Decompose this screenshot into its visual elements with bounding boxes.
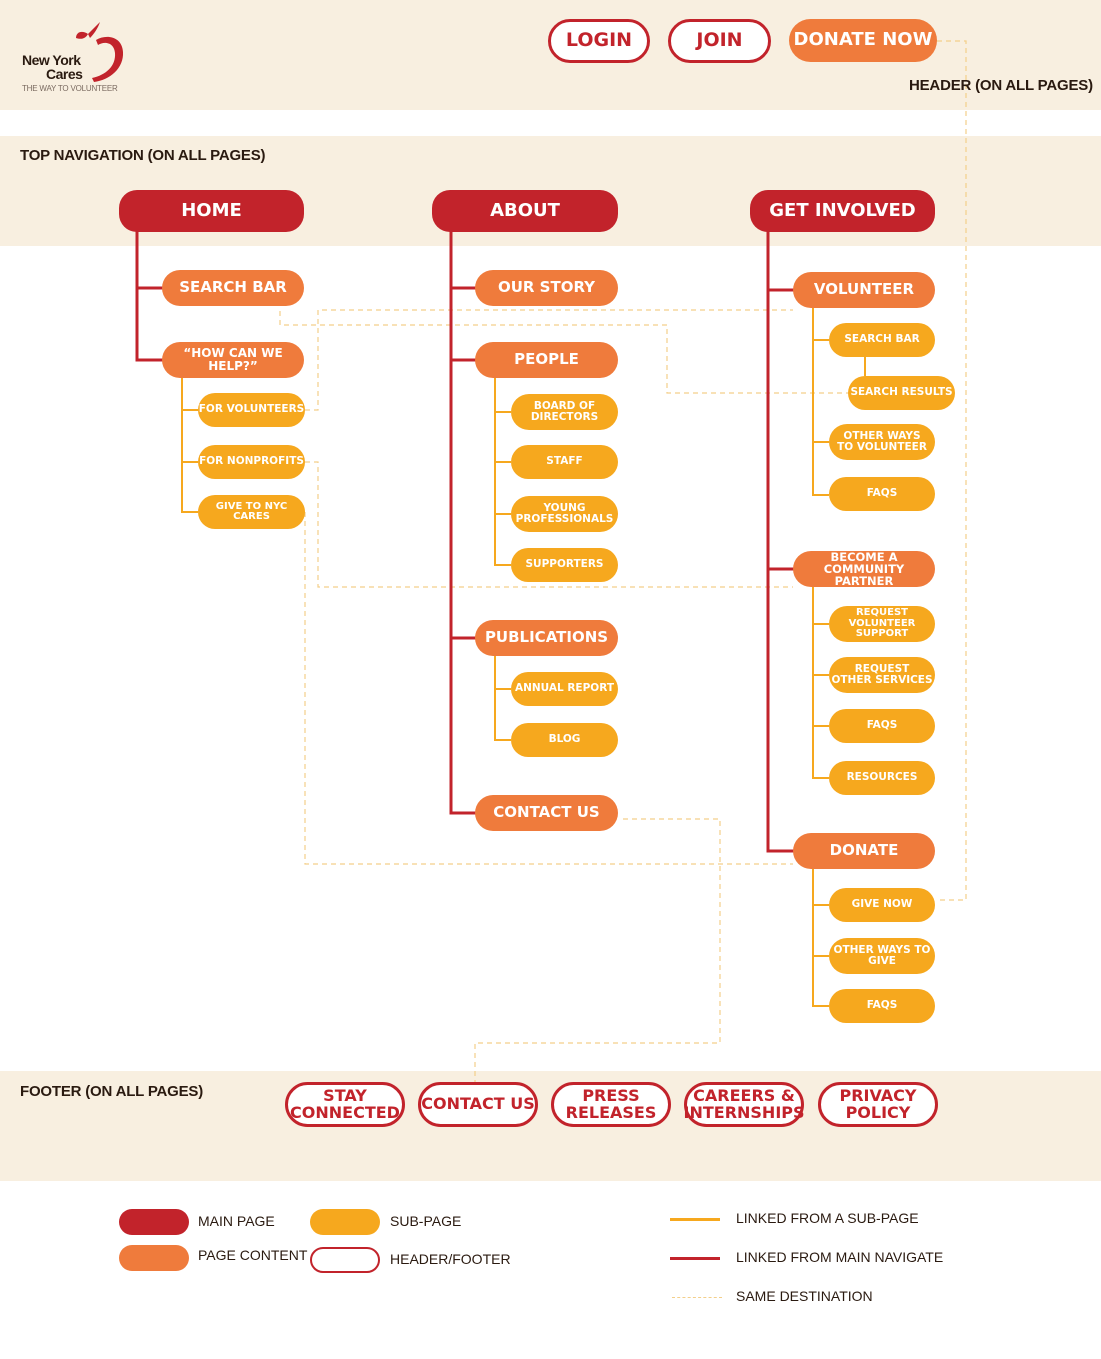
footer-careers-internships[interactable]: CAREERS & INTERNSHIPS	[684, 1082, 805, 1127]
legend-main-page-swatch	[119, 1209, 189, 1235]
legend-main-page-label: MAIN PAGE	[198, 1213, 275, 1229]
legend-header-footer-label: HEADER/FOOTER	[390, 1251, 511, 1267]
gi-donate-faqs[interactable]: FAQS	[829, 989, 935, 1023]
footer-privacy-policy[interactable]: PRIVACY POLICY	[818, 1082, 938, 1127]
about-publications[interactable]: PUBLICATIONS	[475, 620, 618, 656]
header-section-label: HEADER (ON ALL PAGES)	[909, 77, 1093, 94]
gi-donate[interactable]: DONATE	[793, 833, 935, 869]
top-navigation-label: TOP NAVIGATION (ON ALL PAGES)	[20, 147, 266, 164]
home-search-bar[interactable]: SEARCH BAR	[162, 270, 304, 306]
donate-now-button[interactable]: DONATE NOW	[789, 19, 937, 62]
apple-heart-icon	[76, 22, 124, 82]
legend-same-destination-line	[672, 1297, 722, 1298]
about-board-of-directors[interactable]: BOARD OF DIRECTORS	[511, 394, 618, 430]
legend-sub-page-swatch	[310, 1209, 380, 1235]
legend-header-footer-swatch	[310, 1247, 380, 1273]
gi-other-ways-to-volunteer[interactable]: OTHER WAYS TO VOLUNTEER	[829, 424, 935, 460]
legend-linked-main-line	[670, 1257, 720, 1260]
legend-linked-main-label: LINKED FROM MAIN NAVIGATE	[736, 1249, 944, 1265]
legend-same-destination-label: SAME DESTINATION	[736, 1288, 873, 1304]
logo-line1: New York	[22, 52, 81, 68]
same-destination-lines	[279, 40, 967, 1082]
about-young-professionals[interactable]: YOUNG PROFESSIONALS	[511, 496, 618, 532]
logo-line2: Cares	[46, 66, 83, 82]
sub-page-links	[181, 308, 866, 1007]
footer-contact-us[interactable]: CONTACT US	[418, 1082, 538, 1127]
nav-home[interactable]: HOME	[119, 190, 304, 232]
about-blog[interactable]: BLOG	[511, 723, 618, 757]
gi-search-bar[interactable]: SEARCH BAR	[829, 323, 935, 357]
nav-about[interactable]: ABOUT	[432, 190, 618, 232]
gi-request-volunteer-support[interactable]: REQUEST VOLUNTEER SUPPORT	[829, 606, 935, 642]
footer-section-label: FOOTER (ON ALL PAGES)	[20, 1083, 204, 1100]
gi-volunteer[interactable]: VOLUNTEER	[793, 272, 935, 308]
join-button[interactable]: JOIN	[668, 19, 771, 63]
about-our-story[interactable]: OUR STORY	[475, 270, 618, 306]
new-york-cares-logo[interactable]: New York Cares THE WAY TO VOLUNTEER	[18, 20, 138, 100]
home-for-volunteers[interactable]: FOR VOLUNTEERS	[198, 393, 305, 427]
about-annual-report[interactable]: ANNUAL REPORT	[511, 672, 618, 706]
footer-stay-connected[interactable]: STAY CONNECTED	[285, 1082, 405, 1127]
gi-become-community-partner[interactable]: BECOME A COMMUNITY PARTNER	[793, 551, 935, 587]
about-contact-us[interactable]: CONTACT US	[475, 795, 618, 831]
gi-request-other-services[interactable]: REQUEST OTHER SERVICES	[829, 657, 935, 693]
gi-give-now[interactable]: GIVE NOW	[829, 888, 935, 922]
gi-partner-faqs[interactable]: FAQS	[829, 709, 935, 743]
gi-search-results[interactable]: SEARCH RESULTS	[848, 376, 955, 410]
about-people[interactable]: PEOPLE	[475, 342, 618, 378]
gi-resources[interactable]: RESOURCES	[829, 761, 935, 795]
legend-page-content-label: PAGE CONTENT	[198, 1247, 308, 1263]
login-button[interactable]: LOGIN	[548, 19, 650, 63]
nav-get-involved[interactable]: GET INVOLVED	[750, 190, 935, 232]
gi-volunteer-faqs[interactable]: FAQS	[829, 477, 935, 511]
gi-other-ways-to-give[interactable]: OTHER WAYS TO GIVE	[829, 938, 935, 974]
about-staff[interactable]: STAFF	[511, 445, 618, 479]
main-nav-links	[135, 230, 794, 853]
home-give-to-nyc-cares[interactable]: GIVE TO NYC CARES	[198, 495, 305, 529]
logo-tagline: THE WAY TO VOLUNTEER	[22, 84, 118, 93]
home-how-can-we-help[interactable]: “HOW CAN WE HELP?”	[162, 342, 304, 378]
footer-press-releases[interactable]: PRESS RELEASES	[551, 1082, 671, 1127]
legend-linked-sub-line	[670, 1218, 720, 1221]
legend-page-content-swatch	[119, 1245, 189, 1271]
about-supporters[interactable]: SUPPORTERS	[511, 548, 618, 582]
legend-sub-page-label: SUB-PAGE	[390, 1213, 462, 1229]
legend-linked-sub-label: LINKED FROM A SUB-PAGE	[736, 1210, 919, 1226]
home-for-nonprofits[interactable]: FOR NONPROFITS	[198, 445, 305, 479]
